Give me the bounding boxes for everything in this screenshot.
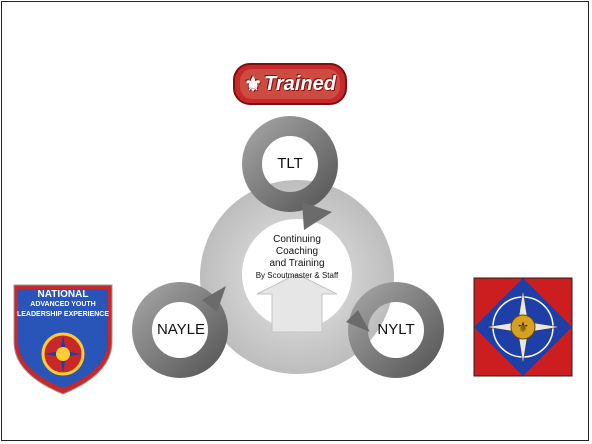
nylt-ring: [346, 282, 444, 378]
nylt-logo: ⚜: [473, 277, 573, 377]
center-line-4: By Scoutmaster & Staff: [255, 271, 339, 280]
center-line-2: Coaching: [275, 246, 319, 257]
tlt-ring: [242, 116, 338, 230]
nayle-title-line-1: NATIONAL: [37, 289, 89, 300]
fleur-de-lis-icon: ⚜: [244, 73, 263, 96]
nayle-shield-logo: [13, 284, 113, 395]
tlt-label: TLT: [277, 155, 303, 172]
center-caption: Continuing Coaching and Training By Scou…: [248, 234, 346, 282]
nylt-label: NYLT: [377, 321, 415, 338]
center-line-3: and Training: [269, 258, 325, 269]
nayle-label: NAYLE: [156, 321, 206, 338]
nayle-ring: [132, 282, 228, 378]
fleur-de-lis-icon: ⚜: [517, 321, 530, 336]
trained-patch-label: ⚜ Trained: [238, 66, 342, 102]
center-disc: [200, 180, 394, 374]
nayle-logo-title: NATIONAL ADVANCED YOUTH LEADERSHIP EXPER…: [14, 290, 112, 320]
nayle-title-line-3: LEADERSHIP EXPERIENCE: [16, 311, 110, 318]
trained-label: Trained: [264, 72, 336, 95]
trained-patch: [233, 63, 347, 105]
center-line-1: Continuing: [273, 234, 321, 245]
nayle-title-line-2: ADVANCED YOUTH: [30, 301, 96, 308]
